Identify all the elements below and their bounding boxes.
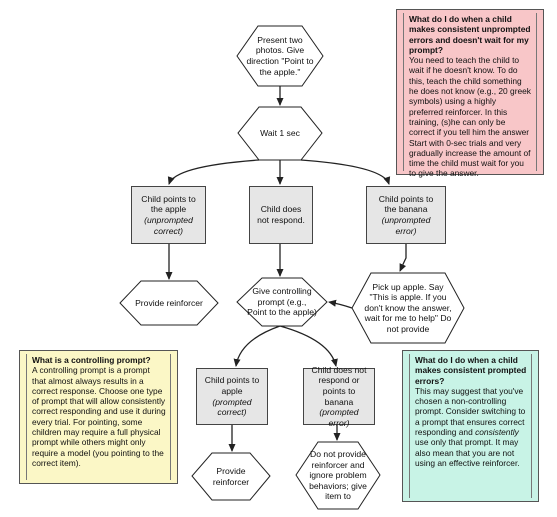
left-outcome-sublabel: (unprompted correct) bbox=[144, 215, 193, 236]
prompted-errors-note-title: What do I do when a child makes consiste… bbox=[415, 355, 527, 386]
edge-pickup-to-controlling bbox=[328, 299, 353, 309]
edge-controlling-to-prompted-error bbox=[279, 325, 338, 367]
do-not-provide-node: Do not provide reinforcer and ignore pro… bbox=[298, 444, 378, 507]
unprompted-errors-note: What do I do when a child makes consiste… bbox=[396, 9, 544, 179]
reinforcer-1-label: Provide reinforcer bbox=[135, 297, 203, 308]
prompted-error-label: Child does not respond or points to bana… bbox=[311, 364, 367, 407]
pickup-node: Pick up apple. Say "This is apple. If yo… bbox=[356, 275, 460, 341]
note-divider bbox=[536, 13, 537, 171]
unprompted-errors-note-title: What do I do when a child makes consiste… bbox=[409, 14, 531, 55]
do-not-provide-label: Do not provide reinforcer and ignore pro… bbox=[309, 449, 367, 502]
prompted-error-box: Child does not respond or points to bana… bbox=[303, 364, 375, 428]
right-outcome-sublabel: (unprompted error) bbox=[381, 215, 431, 236]
prompted-errors-note-emphasis: consistently bbox=[475, 427, 519, 438]
note-divider bbox=[409, 354, 410, 498]
left-outcome-box: Child points to the apple (unprompted co… bbox=[131, 186, 206, 244]
controlling-prompt-note-title: What is a controlling prompt? bbox=[32, 355, 151, 365]
controlling-prompt-note-body: A controlling prompt is a prompt that al… bbox=[32, 365, 166, 468]
note-divider bbox=[403, 13, 404, 171]
note-divider bbox=[26, 354, 27, 480]
wait-node-label: Wait 1 sec bbox=[260, 128, 300, 139]
reinforcer-2-hexagon bbox=[191, 452, 271, 501]
prompted-correct-box: Child points to apple (prompted correct) bbox=[196, 368, 268, 425]
left-outcome-label: Child points to the apple bbox=[141, 193, 196, 215]
edge-wait-to-right bbox=[300, 159, 391, 185]
edge-right-to-pickup bbox=[399, 244, 407, 272]
pickup-label: Pick up apple. Say "This is apple. If yo… bbox=[364, 281, 452, 334]
reinforcer-1-hexagon bbox=[119, 280, 219, 326]
right-outcome-label: Child points to the banana bbox=[378, 193, 434, 215]
prompted-correct-sublabel: (prompted correct) bbox=[212, 396, 252, 418]
controlling-prompt-node: Give controlling prompt (e.g., Point to … bbox=[241, 280, 323, 324]
start-node: Present two photos. Give direction "Poin… bbox=[239, 28, 321, 84]
prompted-correct-label: Child points to apple bbox=[204, 375, 260, 396]
prompted-errors-note: What do I do when a child makes consiste… bbox=[402, 350, 539, 502]
controlling-prompt-note: What is a controlling prompt? A controll… bbox=[19, 350, 178, 484]
reinforcer-2-node: Provide reinforcer bbox=[196, 455, 266, 498]
do-not-provide-hexagon bbox=[295, 441, 381, 510]
edge-wait-to-left bbox=[167, 159, 260, 185]
wait-node: Wait 1 sec bbox=[240, 109, 320, 158]
prompted-errors-note-body-2: use only that prompt. It may also mean t… bbox=[415, 437, 520, 468]
prompted-error-sublabel: (prompted error) bbox=[319, 407, 359, 428]
mid-outcome-label: Child does not respond. bbox=[257, 204, 305, 225]
reinforcer-1-node: Provide reinforcer bbox=[124, 283, 214, 323]
start-hexagon bbox=[236, 25, 324, 87]
controlling-prompt-hexagon bbox=[236, 277, 328, 327]
controlling-prompt-label: Give controlling prompt (e.g., Point to … bbox=[247, 286, 317, 318]
unprompted-errors-note-body: You need to teach the child to wait if h… bbox=[409, 55, 531, 179]
right-outcome-box: Child points to the banana (unprompted e… bbox=[366, 186, 446, 244]
prompted-errors-note-body-1: This may suggest that you've chosen a no… bbox=[415, 385, 526, 438]
note-divider bbox=[531, 354, 532, 498]
mid-outcome-box: Child does not respond. bbox=[249, 186, 313, 244]
start-node-label: Present two photos. Give direction "Poin… bbox=[246, 34, 314, 77]
reinforcer-2-label: Provide reinforcer bbox=[212, 465, 250, 487]
note-divider bbox=[170, 354, 171, 480]
edge-controlling-to-prompted-correct bbox=[233, 325, 281, 367]
